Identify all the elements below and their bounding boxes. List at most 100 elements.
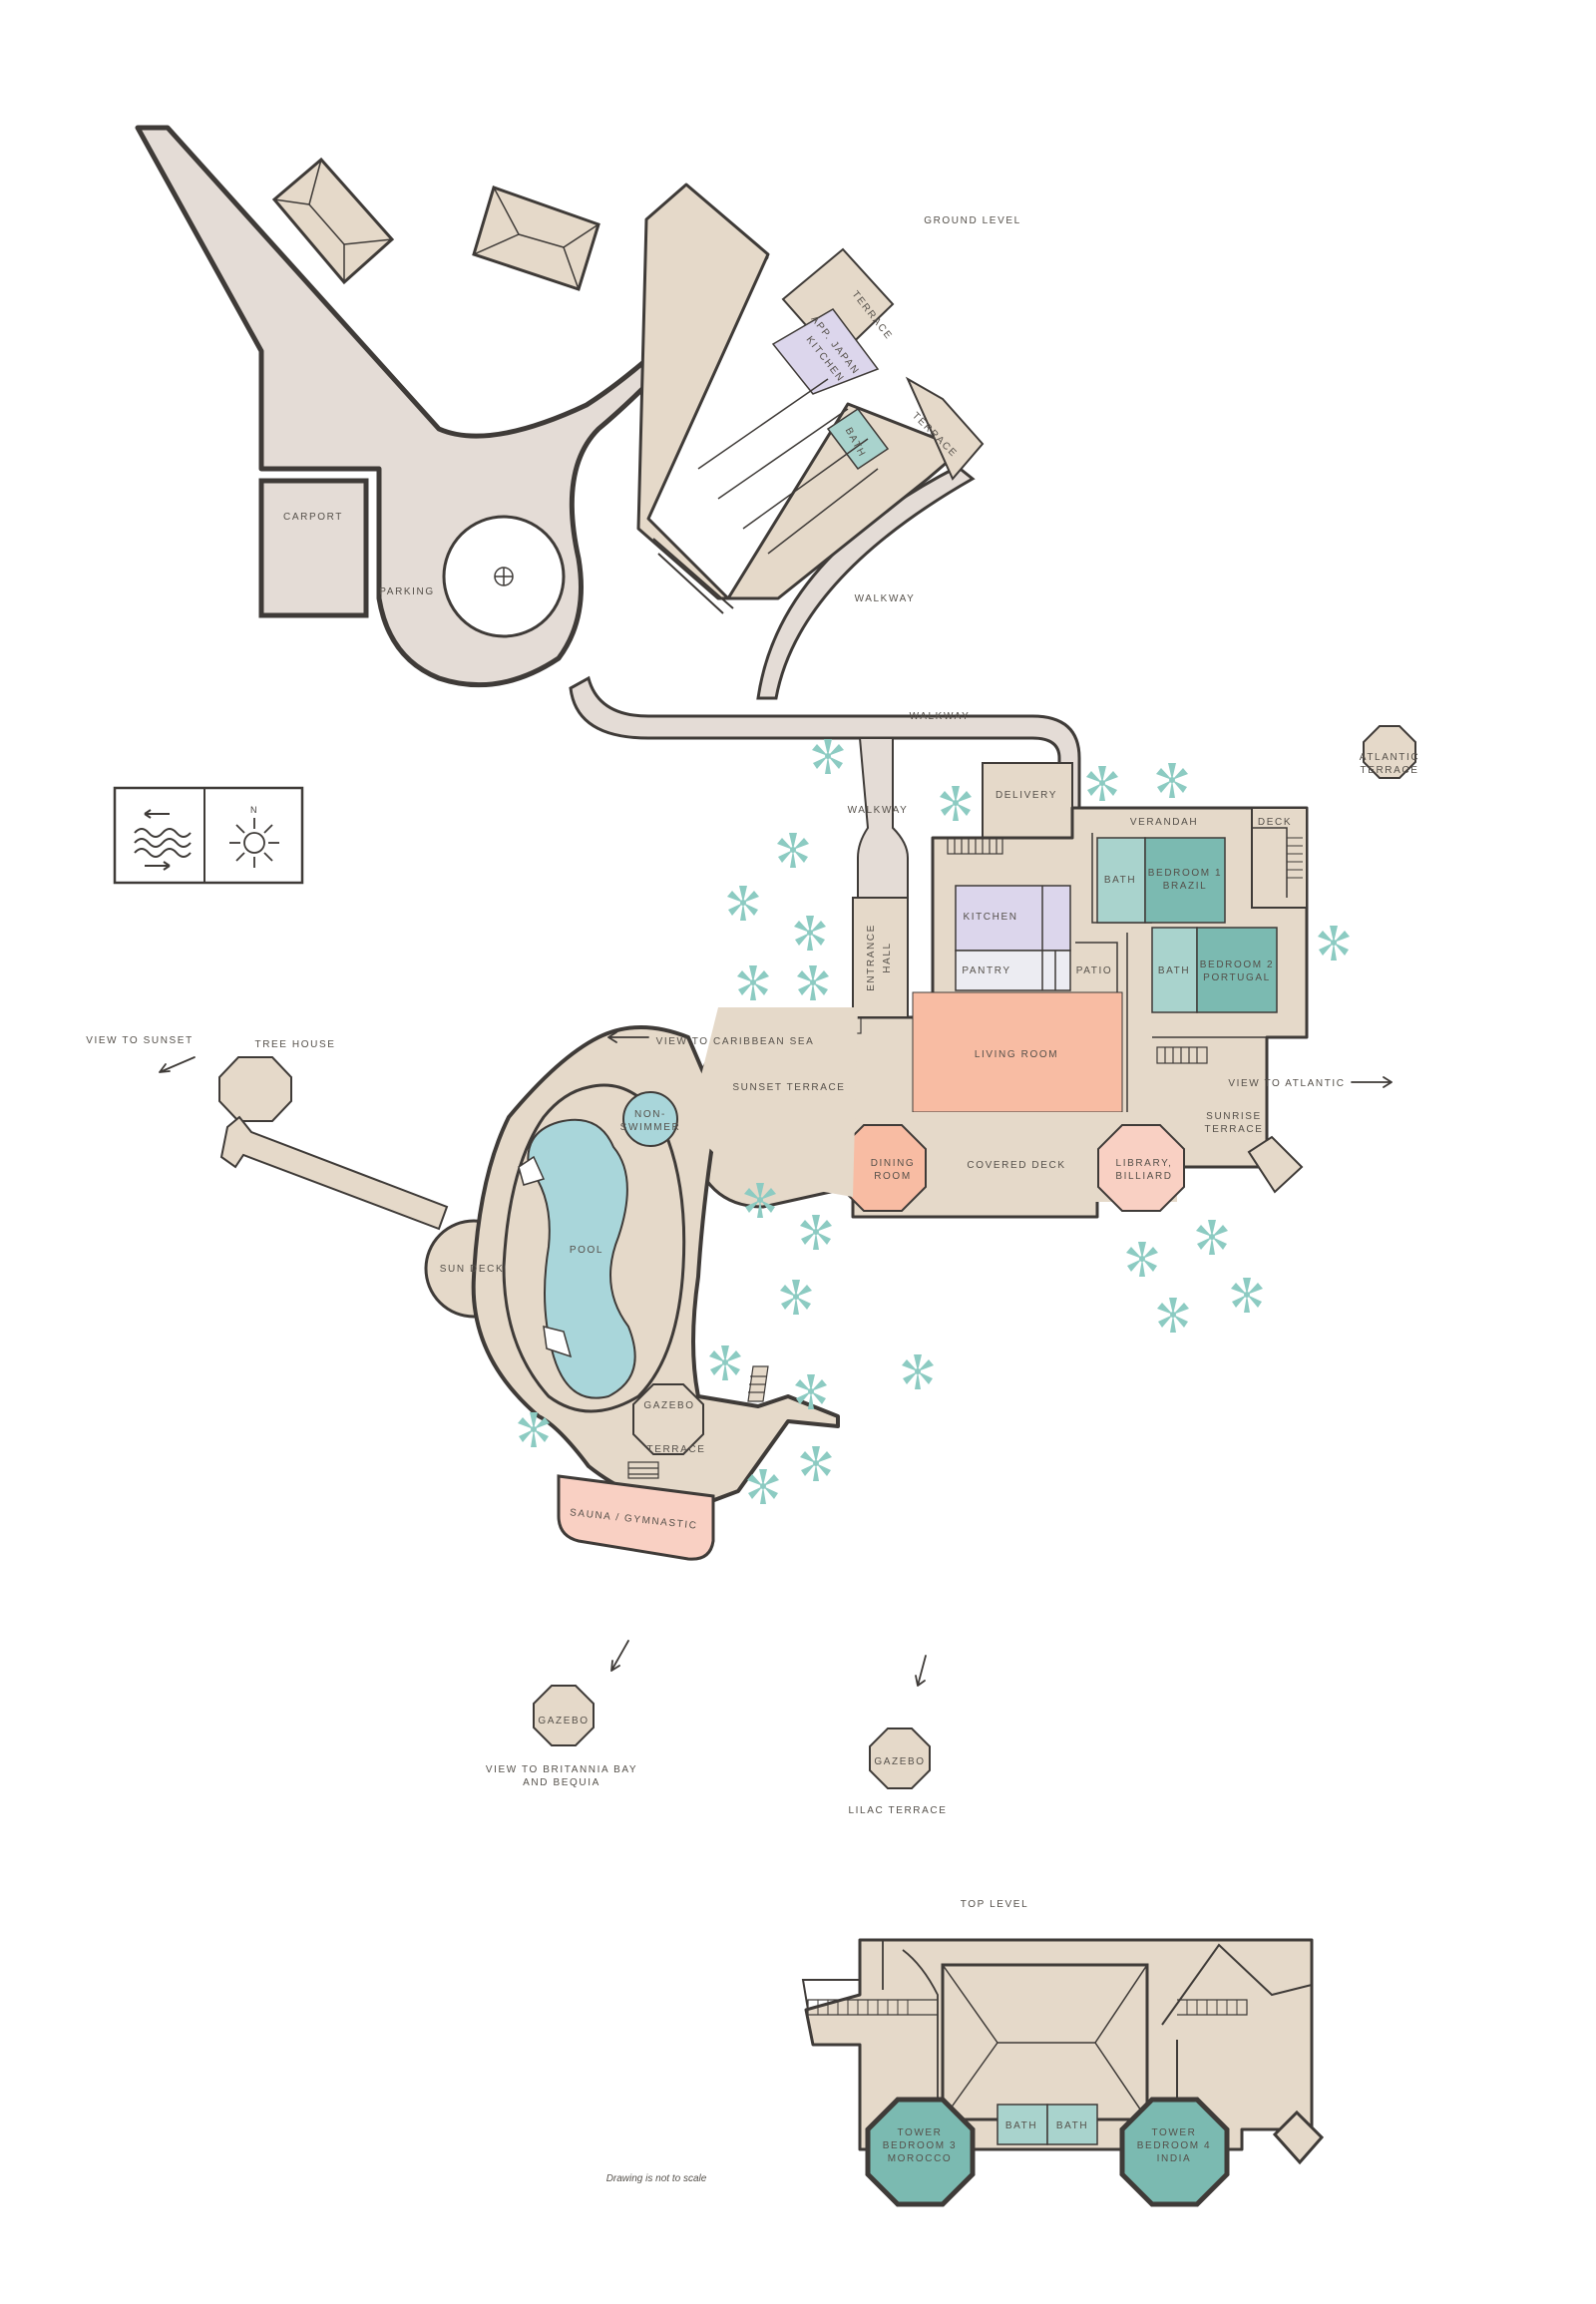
label-delivery: DELIVERY — [996, 790, 1057, 801]
tree-house — [218, 1056, 292, 1122]
label-view-to-caribbean: VIEW TO CARIBBEAN SEA — [656, 1036, 815, 1047]
label-covered-deck: COVERED DECK — [967, 1160, 1065, 1171]
pool-area — [218, 1007, 858, 1561]
label-bath-top-1: BATH — [1005, 2120, 1037, 2131]
palm-tree-icon — [902, 1354, 934, 1389]
label-portugal: PORTUGAL — [1203, 972, 1271, 983]
label-not-to-scale: Drawing is not to scale — [606, 2173, 707, 2184]
label-tree-house: TREE HOUSE — [254, 1039, 335, 1050]
label-room: ROOM — [874, 1171, 912, 1182]
tower-bedroom-4-india — [1119, 2097, 1230, 2207]
palm-tree-icon — [780, 1280, 812, 1315]
palm-tree-icon — [1231, 1278, 1263, 1313]
stairs-sunrise — [1156, 1046, 1208, 1064]
roundabout-marker-icon — [494, 567, 514, 586]
bath-app — [826, 407, 890, 471]
label-terrace-pool: TERRACE — [647, 1444, 706, 1455]
stairs-sauna — [627, 1461, 659, 1479]
palm-tree-icon — [940, 786, 972, 821]
stairs-top — [947, 837, 1003, 855]
label-view-britannia: VIEW TO BRITANNIA BAY — [486, 1764, 637, 1775]
palm-tree-icon — [709, 1345, 741, 1380]
label-patio: PATIO — [1076, 965, 1113, 976]
label-gazebo-lilac: GAZEBO — [874, 1756, 925, 1767]
label-pool: POOL — [570, 1245, 603, 1256]
label-deck: DECK — [1258, 817, 1292, 828]
palm-tree-icon — [794, 916, 826, 951]
driveway — [135, 125, 1081, 870]
label-living-room: LIVING ROOM — [975, 1049, 1058, 1060]
stairs-gazebo — [747, 1365, 769, 1402]
entrance-hall — [852, 897, 909, 1018]
label-bedroom-3: BEDROOM 3 — [883, 2140, 957, 2151]
label-hall: HALL — [882, 942, 893, 972]
label-view-to-sunset: VIEW TO SUNSET — [86, 1035, 194, 1046]
palm-tree-icon — [797, 965, 829, 1000]
label-bedroom-1: BEDROOM 1 — [1148, 868, 1222, 879]
app-japan-kitchen — [771, 308, 880, 395]
label-bedroom-4: BEDROOM 4 — [1137, 2140, 1211, 2151]
bath-top-2 — [1046, 2104, 1098, 2145]
label-bedroom-2: BEDROOM 2 — [1200, 960, 1274, 970]
label-brazil: BRAZIL — [1163, 881, 1208, 892]
label-sunset-terrace: SUNSET TERRACE — [732, 1082, 845, 1093]
label-parking: PARKING — [379, 586, 434, 597]
tower-bedroom-3-morocco — [865, 2097, 976, 2207]
cottage-2 — [472, 186, 600, 291]
palm-tree-icon — [1318, 926, 1350, 960]
arrow-icon — [915, 1655, 927, 1687]
label-bath-top-2: BATH — [1056, 2120, 1088, 2131]
top-level-plan — [801, 1938, 1325, 2207]
arrow-icon — [144, 809, 170, 819]
palm-tree-icon — [747, 1469, 779, 1504]
compass-icon: N — [229, 805, 279, 868]
pool — [527, 1118, 636, 1399]
label-bath-2: BATH — [1158, 965, 1190, 976]
stairs-corner — [1247, 1135, 1304, 1194]
palm-tree-icon — [518, 1412, 550, 1447]
label-dining: DINING — [871, 1158, 916, 1169]
arrow-icon — [607, 1031, 649, 1043]
label-gazebo-pool: GAZEBO — [643, 1400, 694, 1411]
waves-icon — [134, 809, 192, 871]
label-lilac-terrace: LILAC TERRACE — [849, 1805, 948, 1816]
palm-tree-icon — [737, 965, 769, 1000]
label-kitchen: KITCHEN — [963, 912, 1017, 923]
arrow-icon — [1351, 1076, 1393, 1088]
palm-tree-icon — [1157, 1298, 1189, 1333]
label-gazebo-britannia: GAZEBO — [538, 1716, 589, 1727]
bedroom-1-brazil — [1144, 837, 1226, 924]
svg-text:N: N — [250, 805, 257, 815]
sauna-gymnastic — [557, 1474, 715, 1561]
label-walkway-lower: WALKWAY — [910, 711, 971, 722]
palm-tree-icon — [727, 886, 759, 921]
label-library: LIBRARY, — [1116, 1158, 1173, 1169]
library-billiard — [1097, 1124, 1185, 1212]
bridge — [219, 1115, 449, 1231]
label-india: INDIA — [1157, 2153, 1192, 2164]
palm-tree-icon — [1126, 1242, 1158, 1277]
carport — [258, 478, 369, 618]
label-atlantic-terrace: TERRACE — [1361, 765, 1419, 776]
palm-tree-icon — [800, 1215, 832, 1250]
compass-legend: N — [113, 786, 304, 885]
gazebo-britannia — [533, 1685, 595, 1746]
label-sunrise-terrace: TERRACE — [1205, 1124, 1264, 1135]
label-bath-1: BATH — [1104, 875, 1136, 886]
map-labels: GROUND LEVEL TERRACE APP. JAPAN KITCHEN … — [86, 215, 1419, 2184]
pantry — [955, 950, 1071, 991]
bath-2 — [1151, 927, 1198, 1013]
label-and-bequia: AND BEQUIA — [523, 1777, 600, 1788]
label-sun-deck: SUN DECK — [440, 1264, 504, 1275]
label-tower-4: TOWER — [1151, 2127, 1196, 2138]
label-non: NON- — [634, 1109, 666, 1120]
palm-tree-icon — [800, 1446, 832, 1481]
apartment-wing — [636, 183, 985, 614]
label-top-level: TOP LEVEL — [961, 1899, 1029, 1910]
palm-tree-icon — [1156, 763, 1188, 798]
palm-tree-icon — [777, 833, 809, 868]
label-walkway-upper: WALKWAY — [855, 593, 916, 604]
arrow-icon — [610, 1640, 629, 1672]
palm-tree-icon — [1086, 766, 1118, 801]
